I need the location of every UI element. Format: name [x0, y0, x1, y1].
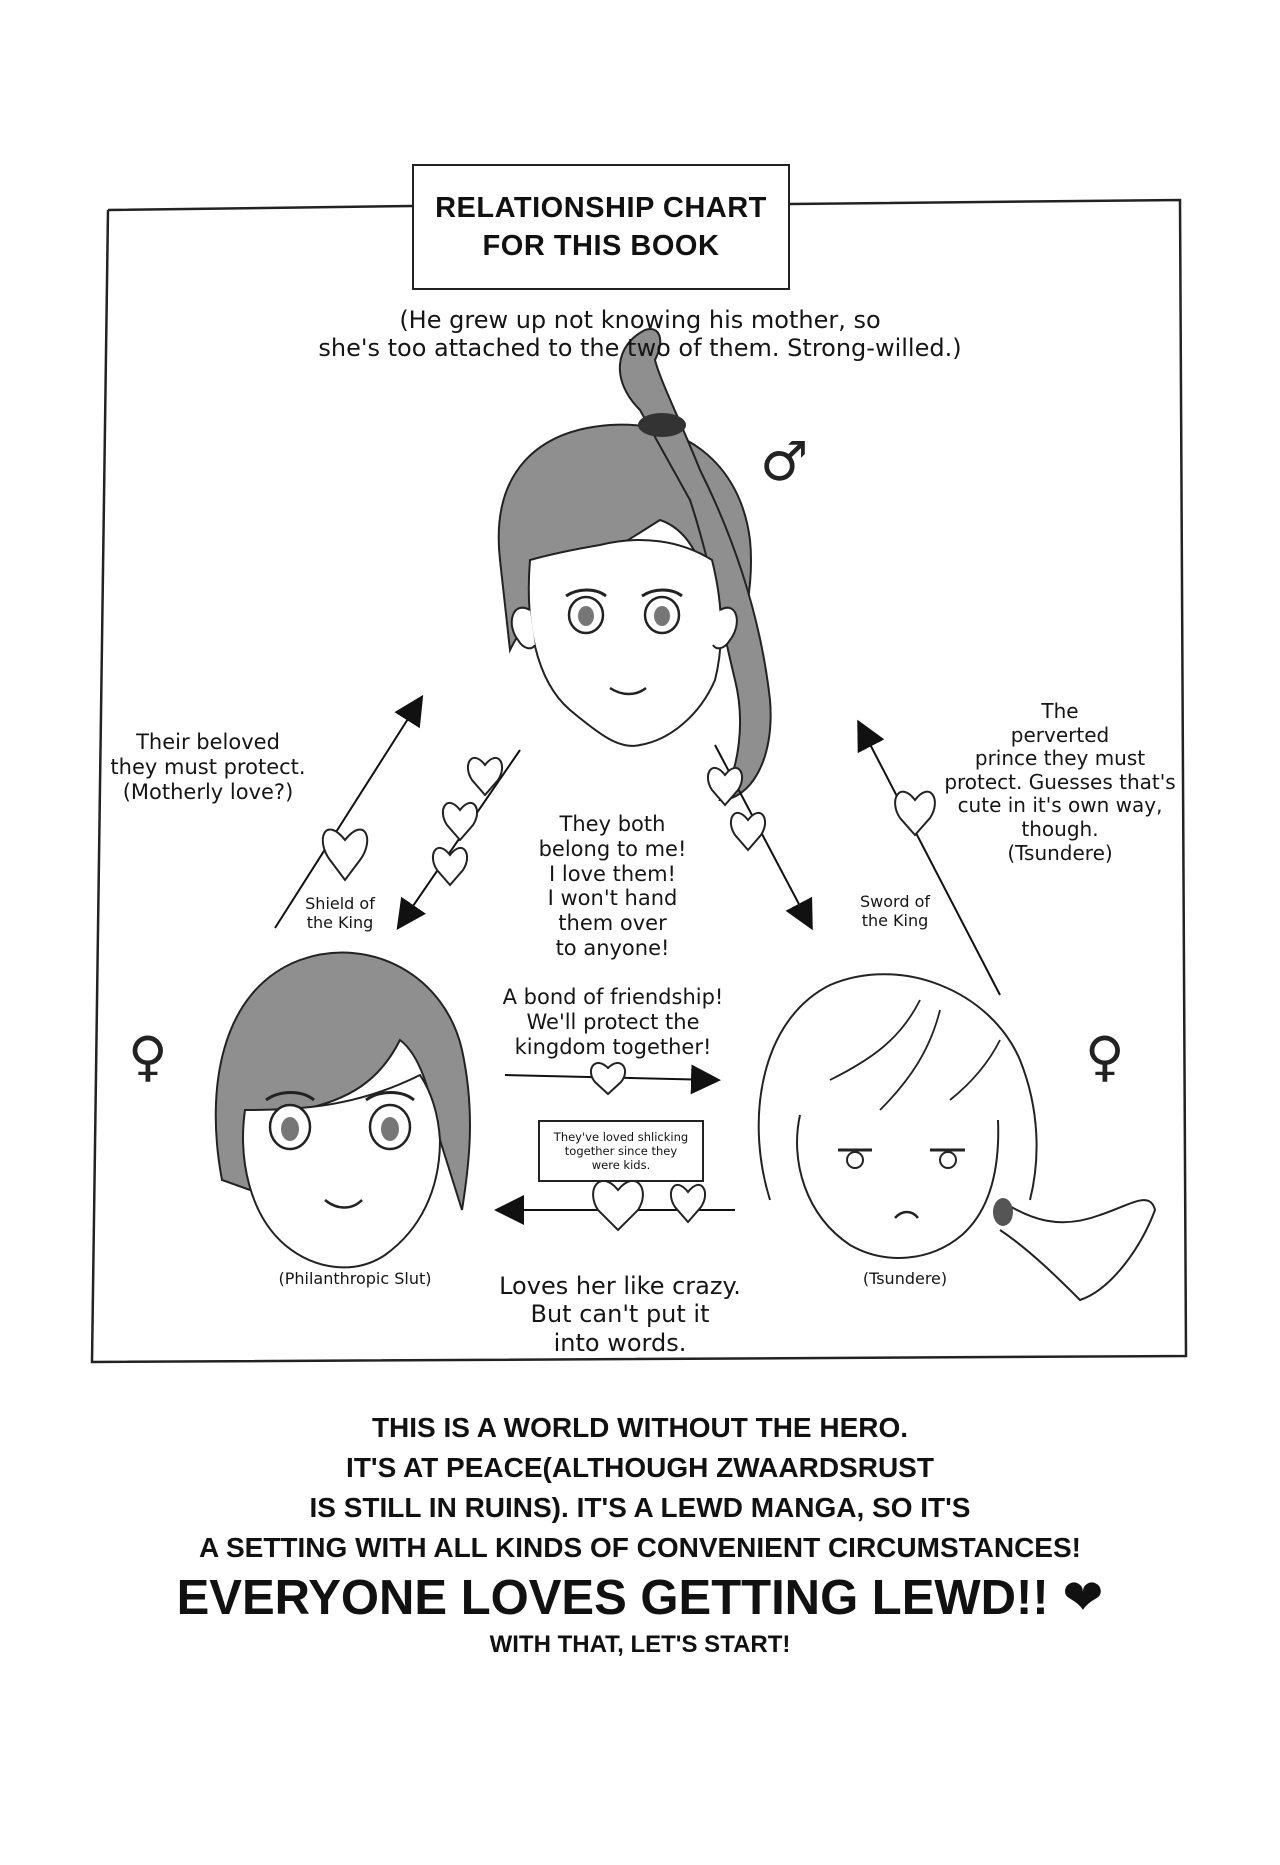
relation-line: though.	[1021, 816, 1099, 841]
footer-line: A SETTING WITH ALL KINDS OF CONVENIENT C…	[199, 1532, 1081, 1563]
relation-line: A bond of friendship!	[502, 985, 724, 1009]
chart-title-line-1: RELATIONSHIP CHART	[435, 192, 767, 224]
relation-line: them over	[558, 911, 667, 936]
chart-title-line-2: FOR THIS BOOK	[482, 230, 720, 262]
footer-text: THIS IS A WORLD WITHOUT THE HERO. IT'S A…	[140, 1408, 1140, 1662]
relation-line: cute in it's own way,	[957, 793, 1163, 818]
note-line: They've loved shlicking	[553, 1130, 689, 1144]
heart-right-to-left-2	[669, 1184, 707, 1224]
relation-line: The	[1041, 699, 1079, 723]
arrow-left-to-top	[274, 694, 424, 929]
heart-top-left-2	[441, 802, 479, 842]
heart-left-to-right	[589, 1062, 627, 1096]
left-character-drawing	[214, 951, 471, 1269]
heart-right-to-top	[894, 790, 936, 837]
chart-title-box: RELATIONSHIP CHART FOR THIS BOOK	[412, 164, 790, 290]
relation-line: protect. Guesses that's	[944, 769, 1176, 794]
footer-headline-text: EVERYONE LOVES GETTING LEWD!!	[176, 1571, 1049, 1625]
footer-line: IT'S AT PEACE(ALTHOUGH ZWAARDSRUST	[346, 1452, 934, 1483]
relation-line: they must protect.	[110, 754, 306, 779]
role-line: the King	[861, 910, 929, 930]
relation-line: to anyone!	[555, 935, 670, 960]
heart-right-to-left-1	[592, 1179, 644, 1232]
relation-line: Their beloved	[136, 730, 280, 754]
relation-left-to-right: A bond of friendship! We'll protect the …	[478, 985, 748, 1059]
heart-top-left-3	[431, 847, 469, 887]
relation-top-to-both: They both belong to me! I love them! I w…	[520, 812, 705, 961]
footer-line: IS STILL IN RUINS). IT'S A LEWD MANGA, S…	[309, 1492, 971, 1523]
relation-line: belong to me!	[538, 836, 687, 861]
footer-headline: EVERYONE LOVES GETTING LEWD!! ❤	[140, 1568, 1140, 1628]
role-line: Sword of	[860, 892, 930, 911]
footer-line: THIS IS A WORLD WITHOUT THE HERO.	[371, 1412, 909, 1443]
relation-line: into words.	[553, 1328, 687, 1357]
footer-last-line: WITH THAT, LET'S START!	[489, 1631, 791, 1658]
male-symbol: ♂	[760, 430, 809, 493]
top-character-drawing	[497, 328, 772, 802]
left-character-label: (Philanthropic Slut)	[278, 1269, 432, 1288]
heart-top-right-2	[729, 812, 767, 852]
top-character-note: (He grew up not knowing his mother, so s…	[240, 306, 1040, 363]
female-symbol-right: ♀	[1085, 1025, 1125, 1088]
note-box: They've loved shlicking together since t…	[538, 1120, 704, 1182]
relation-line: I love them!	[549, 861, 676, 886]
relation-line: They both	[559, 812, 666, 836]
role-line: the King	[306, 912, 374, 932]
relation-line: kingdom together!	[514, 1034, 712, 1059]
role-shield-of-the-king: Shield of the King	[285, 894, 395, 933]
heart-top-right-1	[706, 767, 744, 807]
role-line: Shield of	[305, 894, 375, 913]
arrow-right-to-top	[857, 719, 1001, 996]
relation-line: But can't put it	[530, 1300, 710, 1329]
relation-left-to-top: Their beloved they must protect. (Mother…	[88, 730, 328, 804]
note-line: were kids.	[591, 1158, 651, 1172]
relation-line: (Tsundere)	[1007, 840, 1113, 865]
heart-icon: ❤	[1062, 1569, 1104, 1626]
note-line: together since they	[564, 1144, 678, 1158]
right-character-drawing	[757, 973, 1157, 1302]
heart-top-left-1	[466, 757, 504, 797]
relation-line: I won't hand	[547, 886, 678, 911]
relation-right-to-left: Loves her like crazy. But can't put it i…	[470, 1272, 770, 1357]
relation-line: perverted	[1010, 722, 1110, 747]
right-character-label: (Tsundere)	[862, 1269, 948, 1288]
relation-line: (Motherly love?)	[122, 779, 294, 804]
relation-line: Loves her like crazy.	[499, 1272, 741, 1300]
relation-line: We'll protect the	[526, 1009, 700, 1034]
relation-right-to-top: The perverted prince they must protect. …	[925, 699, 1195, 865]
top-note-line-2: she's too attached to the two of them. S…	[318, 334, 962, 363]
heart-left-to-top	[321, 828, 369, 882]
female-symbol-left: ♀	[128, 1025, 168, 1088]
chart-frame	[90, 198, 1188, 1364]
top-note-line-1: (He grew up not knowing his mother, so	[399, 306, 881, 334]
relation-line: prince they must	[974, 746, 1146, 771]
role-sword-of-the-king: Sword of the King	[840, 892, 950, 931]
